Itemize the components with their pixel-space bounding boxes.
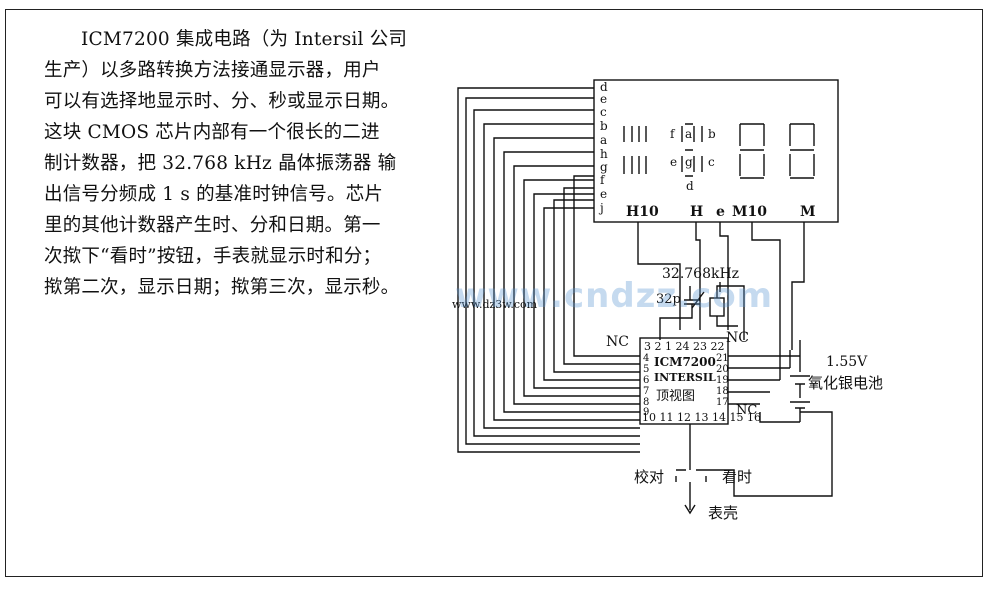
chip-right-pins-labels: 21 20 19 18 17 [716, 353, 729, 408]
description-line: 次揿下“看时”按钮，手表就显示时和分； [44, 246, 382, 267]
description-line: 可以有选择地显示时、分、秒或显示日期。 [44, 91, 400, 112]
digit-labels: H10 H e M10 M [626, 204, 816, 220]
crystal-capacitor: 32p [656, 292, 681, 307]
chip-bottom-pins: 10 11 12 13 14 15 16 [642, 411, 761, 424]
seg-letter: c [600, 105, 607, 119]
inner-label: e [670, 155, 677, 169]
seg-letter: d [600, 80, 608, 94]
inner-label: a [685, 127, 692, 141]
seg-letter: e [600, 187, 607, 201]
crystal-circuit [659, 282, 745, 340]
battery [759, 356, 810, 423]
figure-frame [5, 9, 983, 577]
chip-nc-left: NC [606, 334, 629, 350]
battery-label: 氧化银电池 [808, 374, 883, 392]
watermark: www.cndzz.com [455, 276, 774, 316]
case-ground-label: 表壳 [708, 504, 738, 522]
crystal-frequency: 32.768kHz [662, 266, 739, 282]
pin-number: 9 [643, 407, 649, 418]
pin-number: 20 [716, 364, 729, 375]
seg-letter: b [600, 119, 608, 133]
pin-number: 7 [643, 386, 649, 397]
description-text: ICM7200 集成电路（为 Intersil 公司 生产）以多路转换方法接通显… [44, 24, 416, 303]
digit-m [789, 123, 815, 179]
battery-voltage: 1.55V [826, 354, 868, 370]
chip-top-pins: 3 2 1 24 23 22 [644, 340, 724, 353]
inner-label: b [708, 127, 716, 141]
segment-bus [457, 87, 640, 453]
digit-select-lines [637, 222, 805, 350]
pin-number: 17 [716, 397, 729, 408]
pin-number: 18 [716, 386, 729, 397]
digit-label: e [716, 204, 725, 220]
view-button-label: 看时 [722, 468, 752, 486]
seg-letter: h [600, 147, 608, 161]
seg-letter: a [600, 133, 607, 147]
seg-letter: f [600, 173, 606, 187]
inner-label: g [685, 155, 693, 169]
description-line: 揿第二次，显示日期；揿第三次，显示秒。 [44, 277, 400, 298]
seg-letter: g [600, 160, 608, 174]
digit-label: H10 [626, 204, 659, 220]
description-line: 这块 CMOS 芯片内部有一个很长的二进 [44, 122, 380, 143]
description-line: 里的其他计数器产生时、分和日期。第一 [44, 215, 381, 236]
pin-number: 5 [643, 364, 649, 375]
watermark-small: www.dz3w.com [452, 298, 538, 311]
pin-number: 6 [643, 375, 649, 386]
inner-label: c [708, 155, 715, 169]
seg-letter: e [600, 92, 607, 106]
digit-m10 [739, 123, 765, 179]
digit-label: H [690, 204, 703, 220]
chip-left-pins: 4 5 6 7 8 9 [643, 353, 649, 418]
chip-right-pins [728, 340, 801, 405]
set-button-label: 校对 [634, 468, 664, 486]
chip-nc-right: NC [726, 330, 749, 346]
switch-circuit [675, 411, 833, 515]
inner-label: d [686, 179, 694, 193]
pin-number: 4 [643, 353, 649, 364]
chip-maker: INTERSIL [654, 371, 716, 384]
chip-name: ICM7200 [654, 355, 716, 369]
digit-label: M10 [732, 204, 767, 220]
description-line: 生产）以多路转换方法接通显示器，用户 [44, 60, 381, 81]
digit-h10 [623, 126, 647, 174]
pin-number: 8 [643, 397, 649, 408]
description-line: 制计数器，把 32.768 kHz 晶体振荡器 输 [44, 153, 397, 174]
display-panel [593, 79, 839, 223]
inner-label: f [670, 127, 676, 141]
segment-letters: d e c b a h g f e j [598, 80, 608, 215]
inner-segment-labels: f a b e g c d [670, 127, 716, 193]
seg-letter: j [598, 201, 604, 215]
chip-nc-bottom: NC [736, 403, 757, 418]
description-line: ICM7200 集成电路（为 Intersil 公司 [81, 29, 408, 50]
pin-number: 21 [716, 353, 729, 364]
description-line: 出信号分频成 1 s 的基准时钟信号。芯片 [44, 184, 384, 205]
digit-label: M [800, 204, 816, 220]
digit-h [681, 123, 703, 177]
chip-body [639, 337, 729, 425]
pin-number: 19 [716, 375, 729, 386]
chip-view-label: 顶视图 [656, 389, 695, 404]
